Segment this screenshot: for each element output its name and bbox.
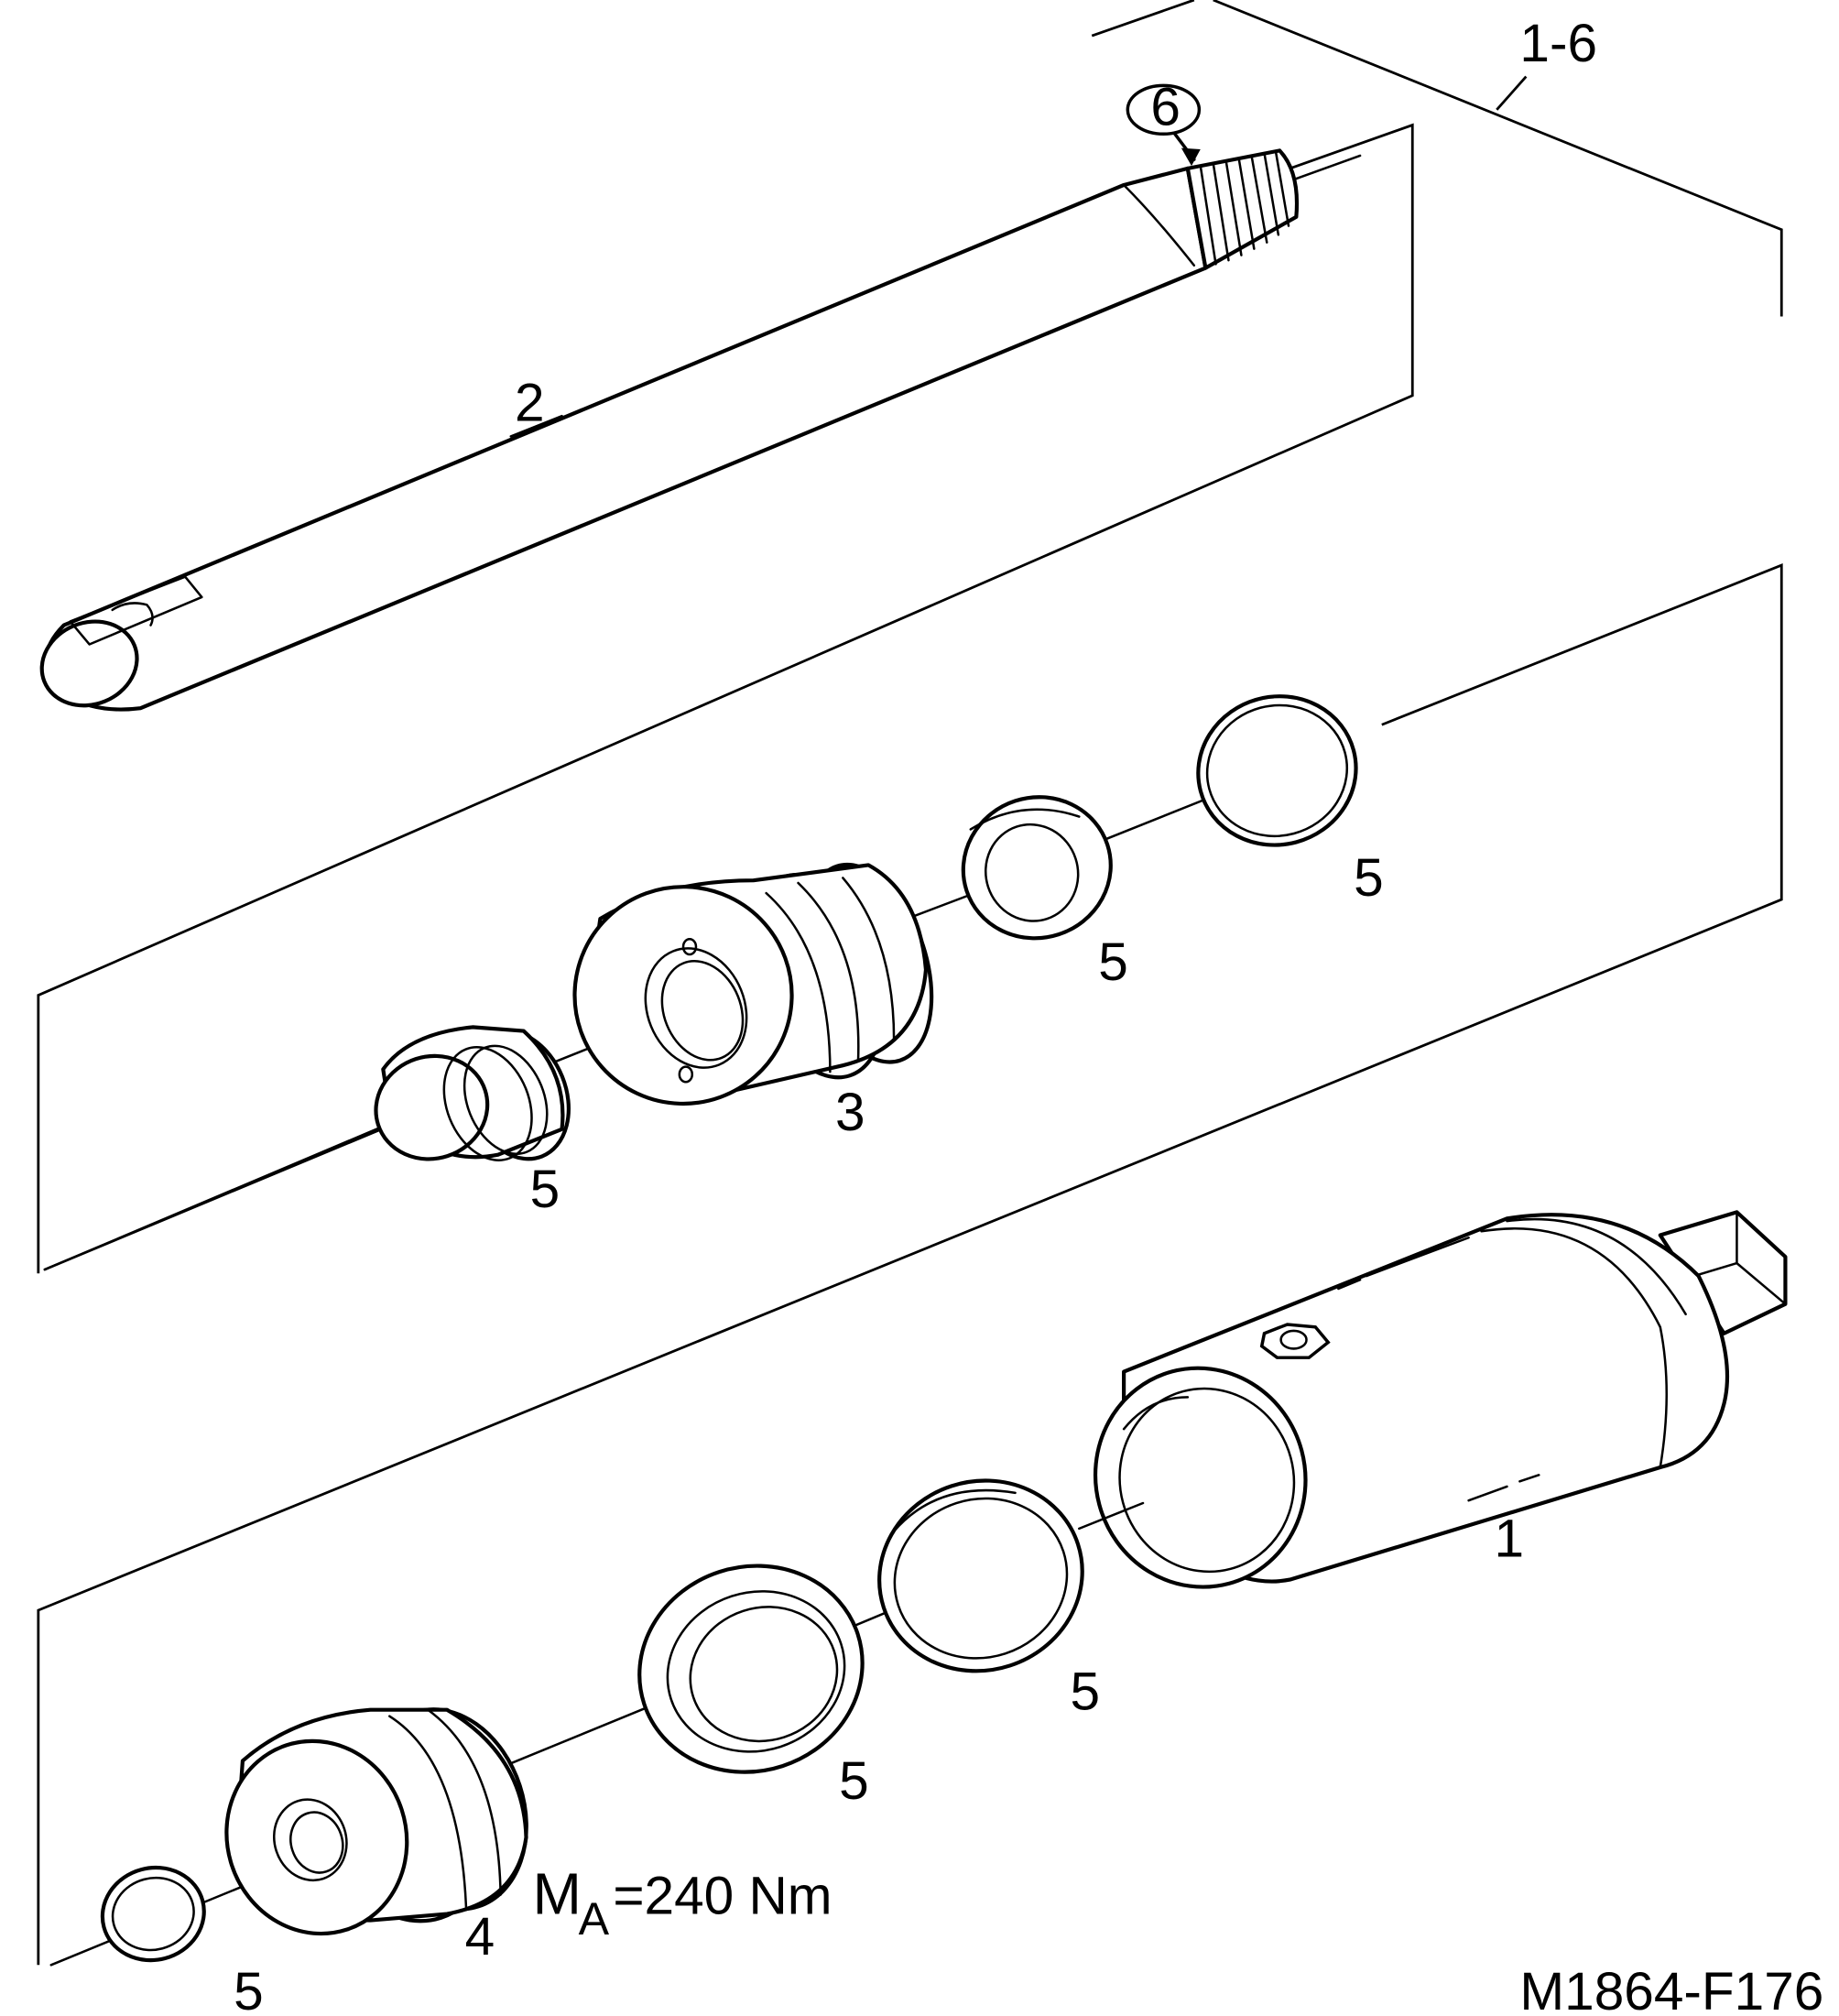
rod-threads <box>1199 150 1290 266</box>
rod-seal <box>637 1564 865 1774</box>
torque-value: =240 Nm <box>613 1867 832 1926</box>
callout-label-2: 2 <box>515 374 545 433</box>
wear-ring <box>961 795 1113 941</box>
piston-rod <box>39 148 1362 712</box>
callout-label-5-oring: 5 <box>1354 848 1384 908</box>
callout-label-5-wearring: 5 <box>1098 932 1128 992</box>
cylinder-head <box>224 1707 528 1936</box>
callout-6 <box>1126 83 1202 167</box>
torque-spec: M A =240 Nm <box>532 1861 832 1945</box>
piston <box>572 862 934 1106</box>
callout-label-5-smalloring: 5 <box>234 1962 264 2016</box>
torque-symbol: M <box>532 1861 581 1927</box>
guide-ring <box>877 1478 1084 1673</box>
assembly-label: 1-6 <box>1519 14 1597 73</box>
callout-label-4: 4 <box>465 1907 495 1967</box>
o-ring-top <box>1196 694 1358 847</box>
callout-label-6: 6 <box>1150 78 1181 137</box>
figure-id: M1864-F176 <box>1519 1962 1823 2016</box>
callout-label-5-bushing: 5 <box>530 1160 560 1219</box>
o-ring-bottom <box>100 1865 206 1963</box>
callout-label-5-guidering: 5 <box>1071 1662 1101 1722</box>
callout-label-5-rodseal: 5 <box>839 1751 869 1811</box>
piston-group-frame <box>37 563 1783 1966</box>
assembly-bracket <box>1091 0 1783 317</box>
rod-group-frame <box>37 123 1414 1274</box>
callout-label-1: 1 <box>1495 1509 1525 1569</box>
torque-subscript: A <box>579 1893 610 1945</box>
cylinder-barrel <box>1078 1210 1788 1589</box>
guide-bushing <box>374 1025 571 1161</box>
callout-label-3: 3 <box>835 1083 865 1142</box>
